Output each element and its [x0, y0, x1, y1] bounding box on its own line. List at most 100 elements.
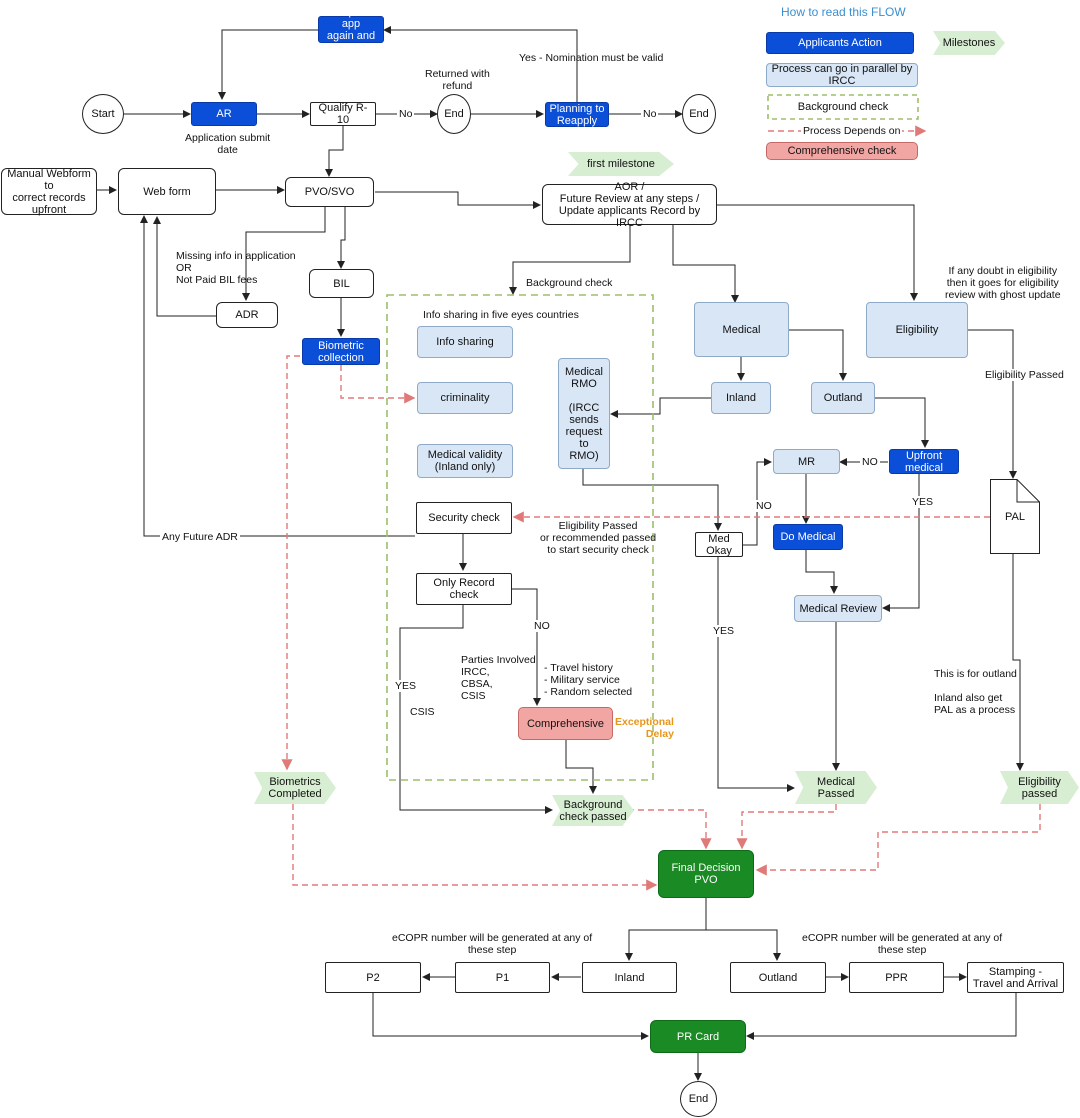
end-node-1[interactable]: End: [437, 94, 471, 134]
edge-aor-eligibility: [717, 204, 918, 301]
p1-node[interactable]: P1: [455, 962, 550, 993]
no-record-label: NO: [532, 620, 552, 632]
edge-medokay-medpassed: [717, 557, 795, 792]
pvo-svo-node[interactable]: PVO/SVO: [285, 177, 374, 207]
legend-milestones: Milestones: [933, 31, 1005, 55]
stamping-node[interactable]: Stamping -Travel and Arrival: [967, 962, 1064, 993]
no-medokay-label: NO: [754, 500, 774, 512]
aor-node[interactable]: AOR /Future Review at any steps /Update …: [542, 181, 717, 229]
yes-csis-label: YES: [393, 680, 419, 692]
yes-medokay-label: YES: [711, 625, 737, 637]
edge-outland-upfront: [875, 397, 929, 448]
ecopr-right-label: eCOPR number will be generated at any of…: [802, 932, 1003, 956]
dep-medpassed-final: [736, 804, 837, 850]
edge-final-outland: [705, 898, 781, 961]
nomination-valid-label: Yes - Nomination must be valid: [519, 52, 664, 64]
background-check-region: [386, 294, 654, 781]
edge-upfront-review: [882, 474, 920, 612]
info-sharing-node[interactable]: Info sharing: [417, 326, 513, 358]
outland-final-node[interactable]: Outland: [730, 962, 826, 993]
edge-aor-bg: [509, 225, 631, 295]
end-node-2[interactable]: End: [682, 94, 716, 134]
only-record-check-node[interactable]: Only Record check: [416, 573, 512, 605]
no-upfront-label: NO: [860, 456, 880, 468]
web-form-node[interactable]: Web form: [118, 168, 216, 215]
pr-card-node[interactable]: PR Card: [650, 1020, 746, 1053]
edge-stamping-prcard: [746, 993, 1017, 1040]
medical-review-node[interactable]: Medical Review: [794, 595, 882, 622]
edge-rmo-medokay: [582, 469, 722, 531]
legend-comprehensive-check: Comprehensive check: [766, 142, 918, 160]
start-node[interactable]: Start: [82, 94, 124, 134]
medical-node[interactable]: Medical: [694, 302, 789, 357]
qualify-node[interactable]: Qualify R-10: [310, 102, 376, 126]
dep-biocompleted-final: [292, 804, 658, 891]
eligibility-node[interactable]: Eligibility: [866, 302, 968, 358]
legend-title: How to read this FLOW: [781, 5, 906, 19]
p2-node[interactable]: P2: [325, 962, 421, 993]
bil-node[interactable]: BIL: [309, 269, 374, 298]
pal-node[interactable]: PAL: [1005, 511, 1025, 523]
ecopr-left-label: eCOPR number will be generated at any of…: [392, 932, 593, 956]
no-label-2: No: [641, 108, 659, 120]
adr-node[interactable]: ADR: [216, 302, 278, 328]
no-label-1: No: [397, 108, 415, 120]
end-node-3[interactable]: End: [680, 1081, 717, 1117]
edge-comprehensive-bgpassed: [565, 740, 597, 794]
edge-aor-medical: [672, 225, 739, 303]
criminality-node[interactable]: criminality: [417, 382, 513, 414]
outland-medical-node[interactable]: Outland: [811, 382, 875, 414]
inland-medical-node[interactable]: Inland: [711, 382, 771, 414]
do-medical-node[interactable]: Do Medical: [773, 524, 843, 550]
yes-upfront-label: YES: [910, 496, 936, 508]
dep-bio-criminality: [340, 365, 416, 404]
edge-inland-rmo: [610, 397, 711, 418]
edge-planning-prepare: [383, 26, 578, 102]
edge-prepare-ar: [218, 29, 318, 100]
edge-security-adr-web: [140, 215, 415, 537]
background-check-label: Background check: [526, 277, 613, 289]
comprehensive-node[interactable]: Comprehensive: [518, 707, 613, 740]
edge-pal-eligpassed: [1012, 553, 1024, 771]
dep-bio-biocompleted: [281, 355, 300, 771]
mr-node[interactable]: MR: [773, 449, 840, 474]
travel-history-label: - Travel history - Military service - Ra…: [544, 662, 633, 698]
legend-background-swatch: [767, 94, 919, 120]
edge-final-inland: [625, 898, 707, 961]
edge-pvo-aor: [375, 191, 541, 209]
ppr-node[interactable]: PPR: [849, 962, 944, 993]
dep-eligpassed-final: [755, 804, 1041, 876]
edge-p2-prcard: [372, 993, 649, 1040]
edge-record-bgpassed: [399, 605, 553, 814]
edge-domedical-review: [805, 550, 838, 594]
edge-pvo-bil: [337, 207, 346, 269]
medical-validity-node[interactable]: Medical validity(Inland only): [417, 444, 513, 478]
legend-depends-on: Process Depends on: [801, 125, 903, 137]
med-okay-node[interactable]: Med Okay: [695, 532, 743, 557]
security-check-node[interactable]: Security check: [416, 502, 512, 534]
inland-final-node[interactable]: Inland: [582, 962, 677, 993]
info-five-eyes-label: Info sharing in five eyes countries: [423, 309, 579, 321]
csis-label: CSIS: [410, 706, 435, 718]
ar-node[interactable]: AR: [191, 102, 257, 126]
first-milestone: first milestone: [568, 152, 674, 176]
edge-adr-web: [153, 216, 216, 317]
edge-eligibility-pal: [963, 329, 1017, 479]
